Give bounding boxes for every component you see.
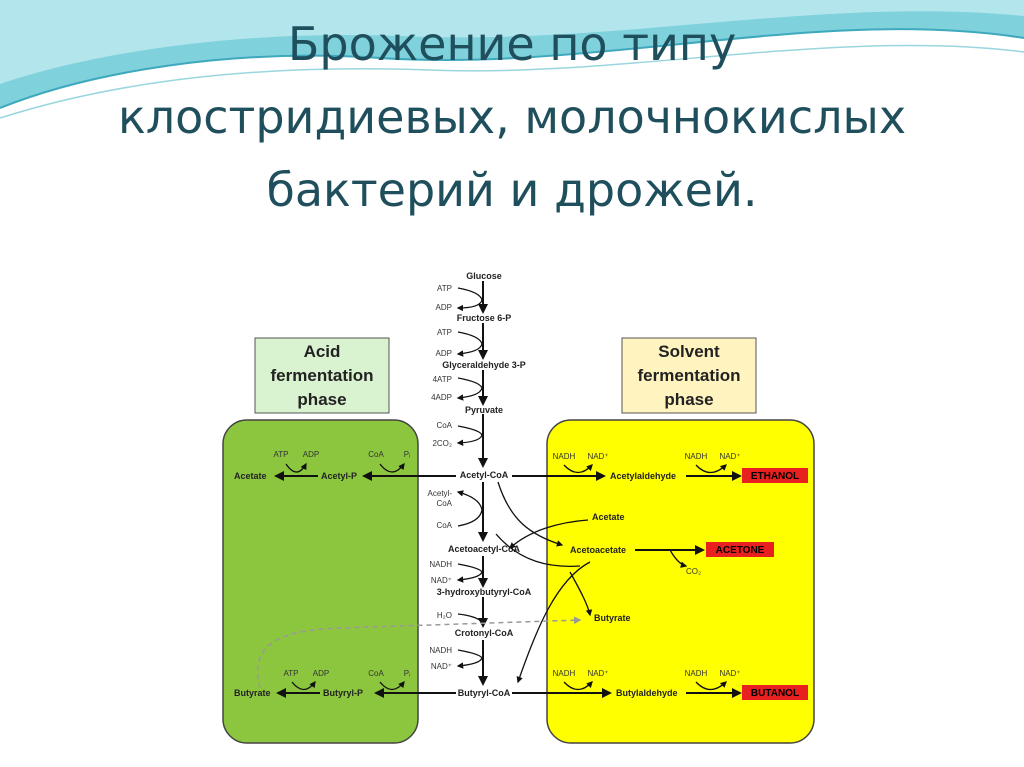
- glyceraldehyde-label: Glyceraldehyde 3-P: [442, 360, 526, 370]
- pyruvate-label: Pyruvate: [465, 405, 503, 415]
- co2-release-arrow: [669, 549, 688, 568]
- hydroxybutyryl-coa-label: 3-hydroxybutyryl-CoA: [437, 587, 532, 597]
- solvent-butyrate-label: Butyrate: [594, 613, 631, 623]
- acid-adp-label-b: ADP: [313, 669, 329, 678]
- nadh-label-ethanol-2: NADH: [685, 452, 708, 461]
- butyryl-coa-label: Butyryl-CoA: [458, 688, 511, 698]
- solvent-phase-region: [546, 419, 815, 744]
- butyrate-reuptake-dashed-arrow: [256, 616, 582, 689]
- acetone-product-label: ACETONE: [716, 545, 765, 556]
- nad-label-2: NAD⁺: [431, 662, 452, 671]
- nad-label-butanol-1: NAD⁺: [587, 669, 608, 678]
- acetone-product-box: [706, 542, 774, 557]
- solvent-phase-label-box: [621, 337, 757, 414]
- co2-pyruvate-label: 2CO₂: [432, 439, 452, 448]
- acid-phase-region: [222, 419, 419, 744]
- nad-label-1: NAD⁺: [431, 576, 452, 585]
- acid-phase-label-box: [254, 337, 390, 414]
- co2-label: CO₂: [686, 567, 701, 576]
- fructose-label: Fructose 6-P: [457, 313, 512, 323]
- atp4-label: 4ATP: [433, 375, 452, 384]
- solvent-nadh-curls: [563, 464, 727, 691]
- acid-acetate-label: Acetate: [234, 471, 267, 481]
- acid-butyrate-label: Butyrate: [234, 688, 271, 698]
- acid-adp-label-a: ADP: [303, 450, 319, 459]
- solvent-acetate-label: Acetate: [592, 512, 625, 522]
- nadh-label-2: NADH: [429, 646, 452, 655]
- adp-label-1: ADP: [436, 303, 452, 312]
- slide-title: Брожение по типу клостридиевых, молочнок…: [0, 8, 1024, 227]
- ethanol-product-box: [742, 468, 808, 483]
- coa-pi-curl-acid-b: [379, 680, 405, 691]
- butanol-product-label: BUTANOL: [751, 688, 799, 699]
- title-line-1: Брожение по типу: [287, 17, 737, 71]
- nad-label-ethanol-2: NAD⁺: [719, 452, 740, 461]
- acetyl-p-label: Acetyl-P: [321, 471, 357, 481]
- butyryl-p-label: Butyryl-P: [323, 688, 363, 698]
- butanol-product-box: [742, 685, 808, 700]
- acid-phase-label-line-2: fermentation: [271, 366, 374, 385]
- adp4-label: 4ADP: [431, 393, 452, 402]
- atp-adp-curl-acid-a: [285, 462, 307, 473]
- acetyl-coa-label: Acetyl-CoA: [460, 470, 509, 480]
- acetaldehyde-label: Acetylaldehyde: [610, 471, 676, 481]
- glucose-label: Glucose: [466, 271, 502, 281]
- water-label: H₂O: [437, 611, 452, 620]
- main-cofactor-curls: [456, 287, 483, 669]
- fermentation-pathway-diagram: Acid fermentation phase Solvent fermenta…: [220, 230, 820, 767]
- coa-pi-curl-acid-a: [379, 462, 405, 473]
- acid-pi-label-a: Pᵢ: [404, 450, 411, 459]
- acid-atp-label-b: ATP: [284, 669, 299, 678]
- acetoacetyl-coa-label: Acetoacetyl-CoA: [448, 544, 521, 554]
- ethanol-product-label: ETHANOL: [751, 471, 799, 482]
- solvent-phase-label-line-2: fermentation: [638, 366, 741, 385]
- reassimilation-curves: [495, 481, 593, 684]
- nad-label-ethanol-1: NAD⁺: [587, 452, 608, 461]
- acetoacetate-label: Acetoacetate: [570, 545, 626, 555]
- acid-phase-label-line-3: phase: [297, 390, 346, 409]
- solvent-phase-label-line-3: phase: [664, 390, 713, 409]
- acid-atp-label-a: ATP: [274, 450, 289, 459]
- solvent-phase-label-line-1: Solvent: [658, 342, 720, 361]
- nad-label-butanol-2: NAD⁺: [719, 669, 740, 678]
- title-line-2: клостридиевых, молочнокислых: [117, 90, 907, 144]
- coa-pyruvate-label: CoA: [436, 421, 452, 430]
- adp-label-2: ADP: [436, 349, 452, 358]
- atp-label-2: ATP: [437, 328, 452, 337]
- nadh-label-ethanol-1: NADH: [553, 452, 576, 461]
- coa-thiolase-label: CoA: [436, 521, 452, 530]
- acetyl-coa-input-label-2: CoA: [436, 499, 452, 508]
- nadh-label-butanol-1: NADH: [553, 669, 576, 678]
- acid-phase-label-line-1: Acid: [304, 342, 341, 361]
- acid-pi-label-b: Pᵢ: [404, 669, 411, 678]
- nadh-label-butanol-2: NADH: [685, 669, 708, 678]
- acid-coa-label-a: CoA: [368, 450, 384, 459]
- crotonyl-coa-label: Crotonyl-CoA: [455, 628, 514, 638]
- butyraldehyde-label: Butylaldehyde: [616, 688, 678, 698]
- title-line-3: бактерий и дрожей.: [266, 163, 758, 217]
- nadh-label-1: NADH: [429, 560, 452, 569]
- atp-label-1: ATP: [437, 284, 452, 293]
- acetyl-coa-input-label-1: Acetyl-: [428, 489, 453, 498]
- atp-adp-curl-acid-b: [291, 680, 316, 691]
- acid-coa-label-b: CoA: [368, 669, 384, 678]
